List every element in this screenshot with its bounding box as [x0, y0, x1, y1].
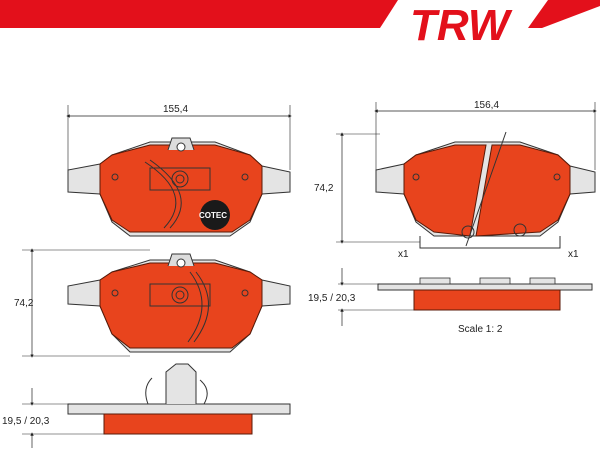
pad-side-right [377, 277, 593, 311]
cotec-label: COTEC [199, 211, 227, 220]
banner-accent [528, 0, 600, 28]
thickness-right-label: 19,5 / 20,3 [308, 293, 356, 304]
scale-label: Scale 1: 2 [458, 324, 503, 335]
top-banner [0, 0, 398, 28]
cotec-badge [200, 200, 230, 230]
pad-side-left [67, 363, 291, 435]
thickness-left-label: 19,5 / 20,3 [2, 416, 50, 427]
brand-logo: TRW [410, 1, 513, 50]
pad-middle-left [67, 253, 291, 353]
pad-top-right [375, 131, 596, 249]
height-right-label: 74,2 [314, 183, 334, 194]
width-left-label: 155,4 [163, 104, 188, 115]
width-right-label: 156,4 [474, 100, 499, 111]
quantity-right-b: x1 [568, 249, 579, 260]
height-left-label: 74,2 [14, 298, 34, 309]
quantity-right-a: x1 [398, 249, 409, 260]
dimension-width-right: 156,4 [374, 100, 597, 170]
dimension-thickness-right: 19,5 / 20,3 [308, 268, 414, 326]
dimension-width-left: 155,4 [66, 104, 292, 170]
dimension-height-left: 74,2 [14, 248, 150, 358]
dimension-height-right: 74,2 [314, 132, 420, 244]
pad-top-left: COTEC [67, 137, 291, 237]
dimension-thickness-left: 19,5 / 20,3 [2, 388, 104, 448]
